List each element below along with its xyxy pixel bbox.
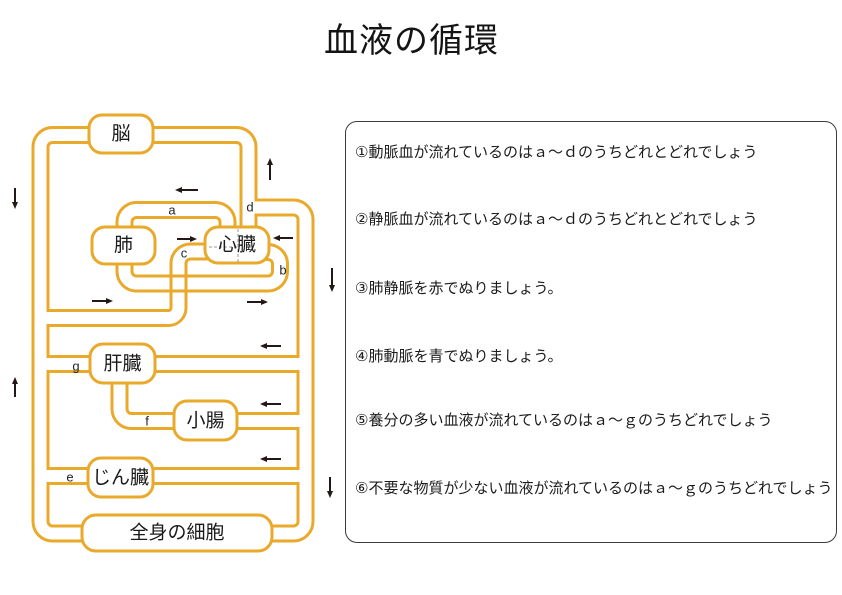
heart-box	[203, 225, 271, 265]
vessel-label-b: b	[279, 263, 286, 278]
vessel-label-c: c	[181, 246, 188, 261]
arrow-right-icon	[247, 299, 268, 305]
brain-label: 脳	[111, 123, 130, 145]
organ-boxes	[80, 113, 274, 553]
vessel-lumens	[41, 135, 306, 534]
arrow-up-icon	[12, 377, 18, 397]
arrow-left-icon	[260, 456, 281, 462]
arrow-left-icon	[273, 235, 293, 241]
questions-panel: ①動脈血が流れているのはａ～ｄのうちどれとどれでしょう ②静脈血が流れているのは…	[345, 121, 837, 543]
liver-label: 肝臓	[103, 353, 141, 375]
arrow-right-icon	[92, 298, 113, 304]
question-1: ①動脈血が流れているのはａ～ｄのうちどれとどれでしょう	[355, 144, 758, 161]
lung-box	[90, 225, 157, 266]
kidney-box	[86, 456, 155, 499]
arrow-left-icon	[175, 187, 198, 193]
vessel-label-d: d	[246, 200, 253, 215]
arrow-left-icon	[260, 343, 281, 349]
arrow-down-icon	[12, 188, 18, 209]
vessel-label-a: a	[168, 203, 176, 218]
vessel-label-f: f	[145, 414, 149, 429]
liver-box	[88, 342, 157, 385]
small-intestine-label: 小腸	[186, 410, 224, 432]
question-5: ⑤養分の多い血液が流れているのはａ～ｇのうちどれでしょう	[355, 412, 773, 429]
arrow-right-icon	[177, 236, 197, 242]
arrow-down-icon	[329, 268, 335, 292]
question-6: ⑥不要な物質が少ない血液が流れているのはａ～ｇのうちどれでしょう	[355, 480, 833, 497]
circulation-diagram: 脳 肺 心臓 肝臓 小腸 じん臓 全身の細胞 a b c d e f g	[12, 113, 335, 553]
lung-label: 肺	[114, 234, 133, 256]
vessel-label-g: g	[72, 359, 79, 374]
heart-label: 心臓	[218, 234, 256, 256]
brain-box	[87, 113, 155, 155]
body-cells-label: 全身の細胞	[129, 522, 224, 544]
arrow-left-icon	[260, 401, 281, 407]
question-2: ②静脈血が流れているのはａ～ｄのうちどれとどれでしょう	[355, 211, 758, 228]
question-4: ④肺動脈を青でぬりましょう。	[355, 348, 563, 365]
vessel-crossing	[169, 274, 188, 293]
vessel-label-e: e	[66, 470, 73, 485]
arrow-up-icon	[267, 158, 273, 180]
small-intestine-box	[172, 399, 239, 442]
kidney-label: じん臓	[92, 467, 149, 489]
question-3: ③肺静脈を赤でぬりましょう。	[355, 280, 563, 297]
body-cells-box	[80, 513, 274, 553]
page-title: 血液の循環	[324, 22, 499, 60]
arrow-down-icon	[327, 477, 333, 498]
